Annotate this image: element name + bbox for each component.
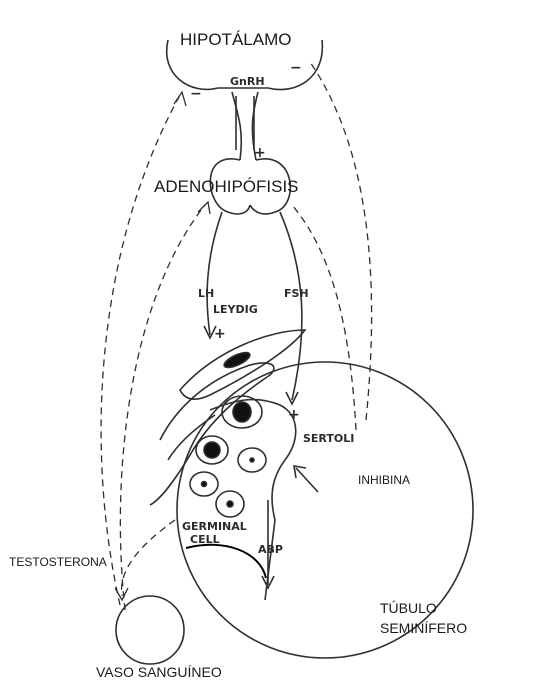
germ-cell-nucleus [204, 442, 220, 458]
gnrh-label: GnRH [230, 75, 265, 88]
fsh-label: FSH [284, 287, 309, 300]
fsh-pathway [280, 212, 302, 400]
germ-cell-nucleus [227, 501, 233, 507]
sertoli-label: SERTOLI [303, 432, 354, 445]
fsh-plus-sign: + [288, 407, 300, 423]
blood-vessel-label: VASO SANGUÍNEO [96, 664, 222, 680]
germ-cell-nucleus [250, 458, 254, 462]
interstitial-tissue [150, 363, 274, 505]
leydig-label: LEYDIG [213, 303, 258, 316]
germ-cell-nucleus [202, 482, 207, 487]
testosterone-to-blood-vessel [122, 520, 175, 596]
feedback-arrowhead-hypothalamus [174, 92, 186, 106]
label-patch-sertoli [308, 447, 352, 473]
feedback-testosterone-to-adenohypophysis [120, 205, 205, 610]
germinal-label: GERMINAL [182, 520, 247, 533]
seminiferous-tubule-label-line2: SEMINÍFERO [380, 620, 467, 636]
lh-label: LH [198, 287, 214, 300]
seminiferous-tubule-label-line1: TÚBULO [380, 600, 437, 616]
inhibin-label: INHIBINA [358, 473, 410, 487]
gnrh-plus-sign: + [254, 145, 266, 161]
testosterone-label: TESTOSTERONA [9, 555, 107, 569]
adenohypophysis-label: ADENOHIPÓFISIS [154, 177, 299, 197]
hypothalamus-label: HIPOTÁLAMO [180, 30, 291, 50]
germ-cell-nucleus [233, 402, 251, 422]
abp-label: ABP [258, 543, 283, 556]
hypothalamus-minus-left: − [190, 86, 202, 102]
lh-plus-sign: + [214, 326, 226, 342]
sertoli-cell [210, 400, 296, 600]
leydig-cell [180, 330, 305, 399]
blood-vessel [116, 596, 184, 664]
hypothalamus-minus-right: − [290, 60, 302, 76]
feedback-testosterone-to-hypothalamus [101, 95, 180, 605]
inhibin-arrow [296, 468, 318, 492]
testosterone-curve [186, 545, 266, 578]
cell-label: CELL [190, 533, 220, 546]
